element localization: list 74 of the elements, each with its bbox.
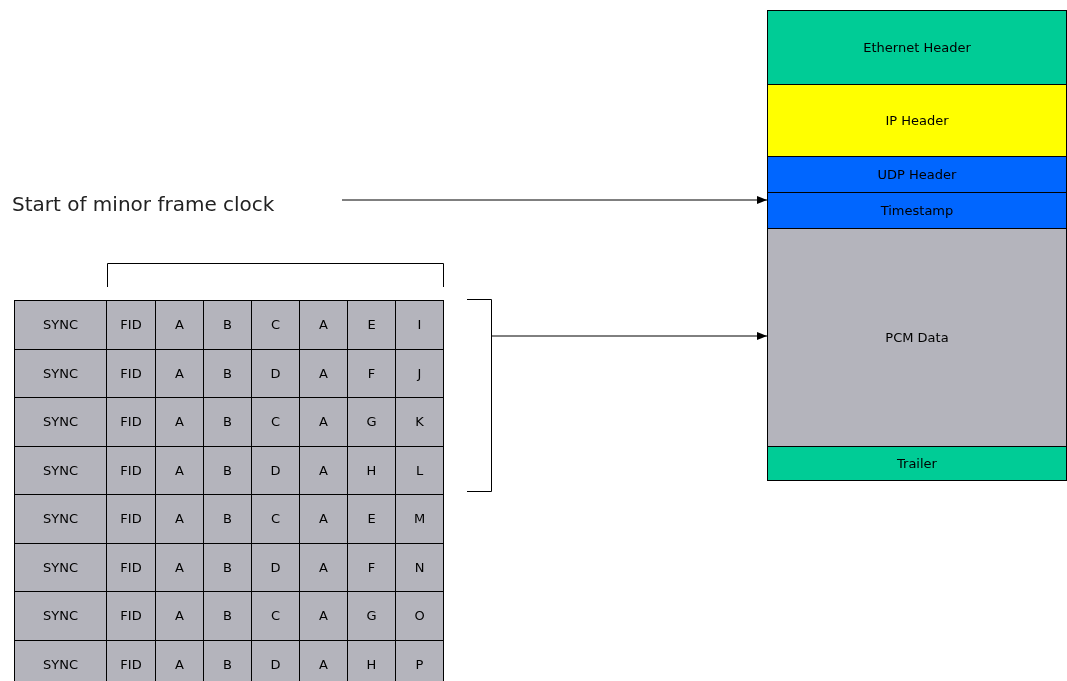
- table-cell: D: [251, 542, 300, 592]
- packet-field: Ethernet Header: [767, 10, 1067, 85]
- table-cell: SYNC: [14, 397, 107, 447]
- table-cell: G: [347, 397, 396, 447]
- table-cell: A: [299, 348, 348, 398]
- packet-field: IP Header: [767, 84, 1067, 157]
- table-cell: H: [347, 445, 396, 495]
- table-cell: A: [299, 397, 348, 447]
- table-cell: B: [203, 542, 252, 592]
- table-cell: M: [395, 494, 444, 544]
- table-cell: I: [395, 300, 444, 350]
- table-cell: FID: [106, 300, 156, 350]
- table-cell: L: [395, 445, 444, 495]
- table-cell: SYNC: [14, 639, 107, 681]
- arrow: [491, 332, 768, 340]
- table-cell: A: [155, 542, 204, 592]
- table-cell: C: [251, 397, 300, 447]
- table-cell: N: [395, 542, 444, 592]
- table-cell: A: [155, 300, 204, 350]
- table-cell: A: [155, 494, 204, 544]
- table-cell: A: [155, 639, 204, 681]
- table-cell: B: [203, 397, 252, 447]
- table-cell: A: [299, 300, 348, 350]
- table-cell: A: [155, 397, 204, 447]
- table-cell: SYNC: [14, 591, 107, 641]
- table-cell: E: [347, 494, 396, 544]
- bracket: [466, 299, 492, 492]
- table-cell: A: [155, 445, 204, 495]
- table-cell: E: [347, 300, 396, 350]
- table-cell: SYNC: [14, 542, 107, 592]
- table-cell: FID: [106, 445, 156, 495]
- clock-label: Start of minor frame clock: [12, 190, 342, 218]
- table-cell: H: [347, 639, 396, 681]
- table-cell: D: [251, 639, 300, 681]
- table-cell: F: [347, 348, 396, 398]
- table-cell: B: [203, 494, 252, 544]
- table-cell: FID: [106, 591, 156, 641]
- table-cell: A: [155, 591, 204, 641]
- table-cell: D: [251, 445, 300, 495]
- table-cell: SYNC: [14, 494, 107, 544]
- packet-field: Trailer: [767, 446, 1067, 481]
- table-cell: A: [299, 445, 348, 495]
- table-cell: K: [395, 397, 444, 447]
- table-cell: G: [347, 591, 396, 641]
- table-cell: C: [251, 591, 300, 641]
- table-cell: A: [155, 348, 204, 398]
- table-cell: C: [251, 494, 300, 544]
- table-cell: O: [395, 591, 444, 641]
- table-cell: FID: [106, 639, 156, 681]
- packet-field: Timestamp: [767, 192, 1067, 229]
- table-cell: FID: [106, 494, 156, 544]
- table-cell: P: [395, 639, 444, 681]
- table-cell: A: [299, 639, 348, 681]
- table-cell: SYNC: [14, 348, 107, 398]
- table-cell: A: [299, 591, 348, 641]
- table-cell: B: [203, 348, 252, 398]
- packet-field: UDP Header: [767, 156, 1067, 193]
- table-cell: C: [251, 300, 300, 350]
- table-cell: B: [203, 300, 252, 350]
- table-cell: FID: [106, 542, 156, 592]
- table-cell: FID: [106, 397, 156, 447]
- arrow: [341, 196, 768, 204]
- table-cell: SYNC: [14, 445, 107, 495]
- table-cell: A: [299, 494, 348, 544]
- table-cell: SYNC: [14, 300, 107, 350]
- packet-field: PCM Data: [767, 228, 1067, 447]
- table-cell: B: [203, 591, 252, 641]
- table-cell: FID: [106, 348, 156, 398]
- table-cell: F: [347, 542, 396, 592]
- table-cell: J: [395, 348, 444, 398]
- table-cell: A: [299, 542, 348, 592]
- table-cell: D: [251, 348, 300, 398]
- table-cell: B: [203, 445, 252, 495]
- table-cell: B: [203, 639, 252, 681]
